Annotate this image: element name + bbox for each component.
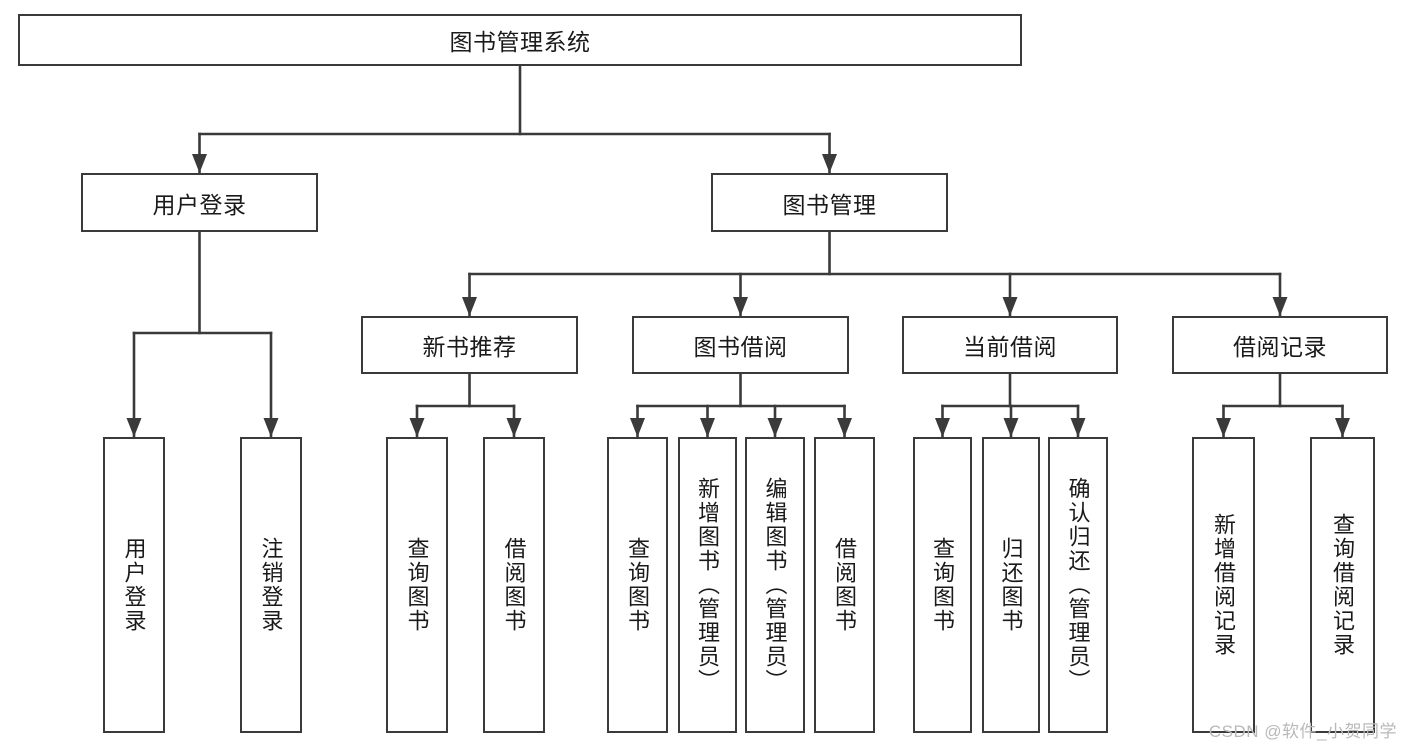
node-leaf-user-login[interactable]: 用户登录 — [103, 437, 165, 733]
node-leaf-query-book-3[interactable]: 查询图书 — [913, 437, 972, 733]
node-leaf-add-borrow-record[interactable]: 新增借阅记录 — [1192, 437, 1255, 733]
node-label: 新增借阅记录 — [1211, 513, 1237, 657]
node-label: 借阅图书 — [832, 537, 858, 633]
node-label: 编辑图书（管理员） — [762, 477, 788, 693]
node-leaf-return-book[interactable]: 归还图书 — [982, 437, 1040, 733]
node-label: 查询借阅记录 — [1330, 513, 1356, 657]
node-leaf-query-borrow-record[interactable]: 查询借阅记录 — [1310, 437, 1375, 733]
node-user-login[interactable]: 用户登录 — [81, 173, 318, 232]
node-leaf-query-book-1[interactable]: 查询图书 — [386, 437, 448, 733]
node-label: 查询图书 — [404, 537, 430, 633]
node-leaf-borrow-book-1[interactable]: 借阅图书 — [483, 437, 545, 733]
node-label: 查询图书 — [930, 537, 956, 633]
node-label: 新增图书（管理员） — [695, 477, 721, 693]
node-label: 当前借阅 — [963, 334, 1057, 360]
node-label: 确认归还（管理员） — [1065, 477, 1091, 693]
node-root[interactable]: 图书管理系统 — [18, 14, 1022, 66]
node-leaf-logout[interactable]: 注销登录 — [240, 437, 302, 733]
node-book-borrow[interactable]: 图书借阅 — [632, 316, 849, 374]
node-label: 图书借阅 — [693, 334, 788, 360]
node-leaf-confirm-return[interactable]: 确认归还（管理员） — [1048, 437, 1108, 733]
node-label: 用户登录 — [152, 191, 247, 218]
node-new-book-recommend[interactable]: 新书推荐 — [361, 316, 578, 374]
node-label: 查询图书 — [625, 537, 651, 633]
node-book-manage[interactable]: 图书管理 — [711, 173, 948, 232]
node-label: 用户登录 — [121, 537, 147, 633]
node-label: 图书管理系统 — [449, 29, 591, 55]
node-leaf-edit-book[interactable]: 编辑图书（管理员） — [745, 437, 805, 733]
node-leaf-borrow-book-2[interactable]: 借阅图书 — [814, 437, 875, 733]
node-leaf-add-book[interactable]: 新增图书（管理员） — [678, 437, 737, 733]
node-current-borrow[interactable]: 当前借阅 — [902, 316, 1118, 374]
node-label: 归还图书 — [998, 537, 1024, 633]
node-label: 借阅记录 — [1233, 334, 1327, 360]
node-leaf-query-book-2[interactable]: 查询图书 — [607, 437, 668, 733]
node-borrow-record[interactable]: 借阅记录 — [1172, 316, 1388, 374]
node-label: 图书管理 — [782, 191, 877, 218]
node-label: 新书推荐 — [422, 334, 517, 360]
node-label: 注销登录 — [258, 537, 284, 633]
node-label: 借阅图书 — [501, 537, 527, 633]
